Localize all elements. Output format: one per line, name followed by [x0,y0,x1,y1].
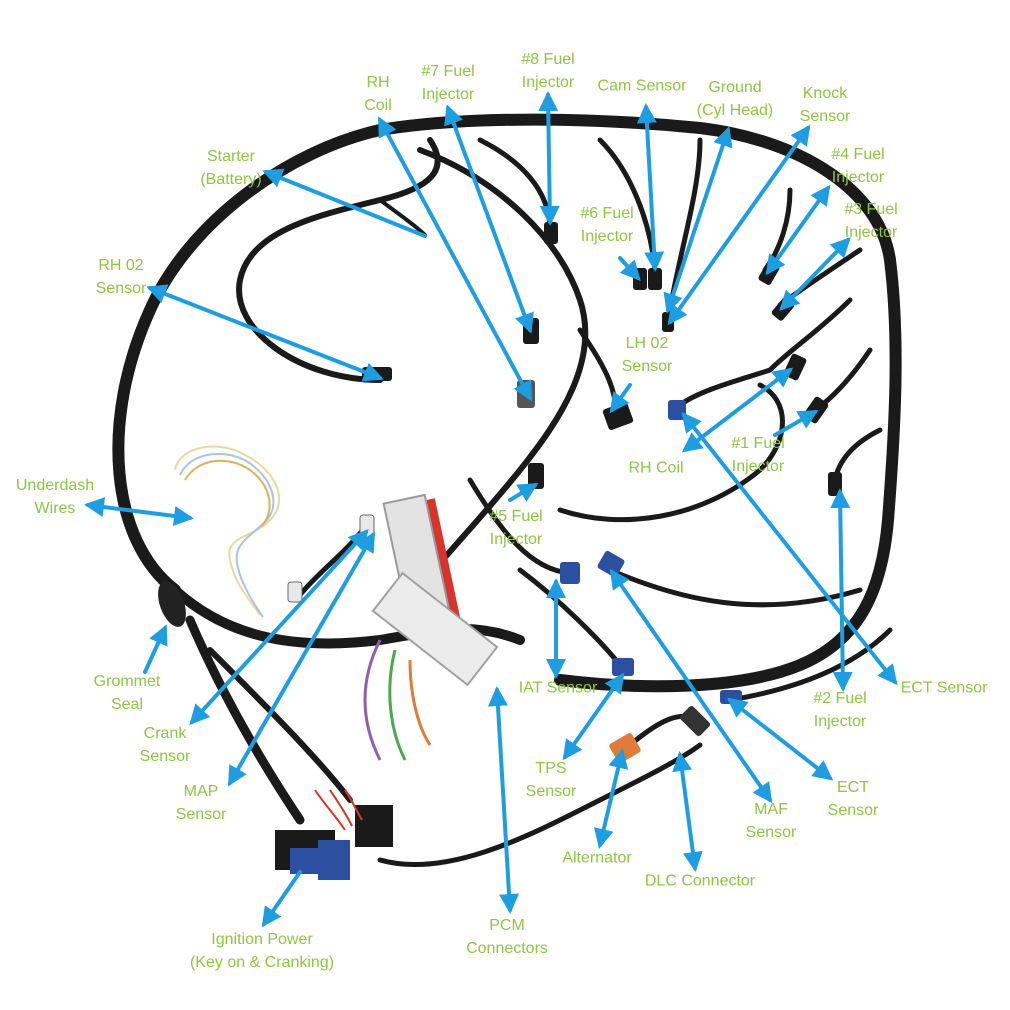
arrow-rh-o2 [146,284,384,382]
pcm-wire-fan-3 [408,659,432,746]
label-rh-coil-mid: RH Coil [628,459,684,477]
label-cam-sensor: Cam Sensor [597,77,687,95]
arrow-cam-sensor [636,103,665,272]
arrow-crank [189,529,369,725]
label-fuel-injector-8: #8 Fuel Injector [521,51,575,91]
arrow-knock-sensor [667,124,811,326]
label-ect-sensor-right: ECT Sensor [900,679,988,697]
arrow-alternator [593,748,629,849]
arrow-fuel-injector-4 [765,184,831,276]
label-rh-coil-top: RH Coil [364,74,392,114]
harness-branch-iat [467,477,573,576]
arrow-rh-coil-top [378,116,532,402]
label-alternator: Alternator [562,849,632,867]
label-pcm-connectors: PCM Connectors [466,917,548,957]
label-map-sensor: MAP Sensor [175,783,227,823]
arrow-fuel-injector-5 [508,482,539,502]
harness-branch-ect [832,427,883,483]
arrow-fuel-injector-8 [538,91,560,226]
arrow-fuel-injector-6 [618,256,641,281]
label-ect-sensor-bottom: ECT Sensor [827,779,879,819]
arrow-underdash [84,497,194,526]
arrow-fuel-injector-3 [779,237,851,311]
arrow-ect-bottom [726,697,834,781]
pcm-connectors-illustration [363,493,499,761]
pcm-connector-lower [371,571,499,687]
label-starter-battery: Starter (Battery) [200,148,262,188]
harness-branch-starter [378,198,427,237]
label-fuel-injector-5: #5 Fuel Injector [489,508,543,548]
leader-arrows [84,91,898,928]
arrow-lh-o2 [609,383,632,414]
pcm-wire-fan [363,639,382,761]
label-tps-sensor: TPS Sensor [525,760,577,800]
arrow-pcm [487,686,520,914]
pcm-wire-fan-2 [388,649,407,761]
arrow-map [228,531,375,787]
label-fuel-injector-4: #4 Fuel Injector [831,146,885,186]
arrow-starter [262,168,427,238]
label-iat-sensor: IAT Sensor [518,679,598,697]
label-fuel-injector-6: #6 Fuel Injector [580,205,634,245]
label-underdash-wires: Underdash Wires [15,477,95,517]
arrow-ignition [261,870,302,928]
wire-harness [112,113,902,867]
arrow-fuel-injector-7 [444,104,534,334]
arrow-fuel-injector-2 [830,488,853,692]
arrow-ect-right [681,411,898,686]
label-fuel-injector-2: #2 Fuel Injector [813,690,867,730]
label-grommet-seal: Grommet Seal [93,673,161,713]
grommet-illustration [158,581,186,627]
underdash-wire-bundle [174,445,281,618]
label-knock-sensor: Knock Sensor [799,85,851,125]
label-ground-cyl-head: Ground (Cyl Head) [696,79,774,119]
arrow-grommet [143,624,168,674]
label-crank-sensor: Crank Sensor [139,725,191,765]
label-lh-o2-sensor: LH 02 Sensor [621,335,673,375]
label-fuel-injector-3: #3 Fuel Injector [844,201,898,241]
arrow-dlc [672,751,703,872]
label-dlc-connector: DLC Connector [644,872,756,890]
label-maf-sensor: MAF Sensor [745,801,797,841]
label-rh-o2-sensor: RH 02 Sensor [95,257,147,297]
label-ignition-power: Ignition Power (Key on & Cranking) [189,931,335,971]
harness-branch-tps [517,567,623,668]
label-fuel-injector-7: #7 Fuel Injector [421,63,475,103]
ignition-relay-block [275,789,393,880]
label-fuel-injector-1: #1 Fuel Injector [731,435,785,475]
